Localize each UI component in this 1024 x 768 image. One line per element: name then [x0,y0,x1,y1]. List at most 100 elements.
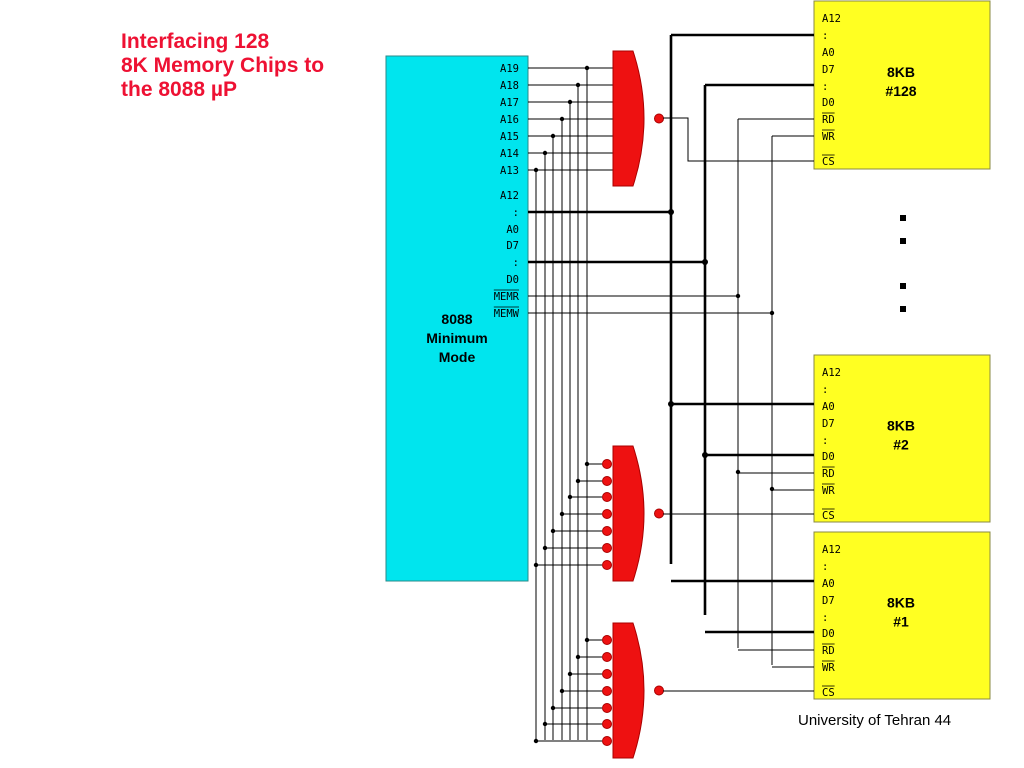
gate-input-tap [550,705,556,711]
cpu-label-2: Mode [439,349,476,365]
gate-input-tap [550,528,556,534]
chip-number-label: #128 [885,83,916,99]
ellipsis-dot [900,283,906,289]
chip-pin-5: D0 [822,451,835,463]
ellipsis-dot [900,238,906,244]
cpu-label-1: Minimum [426,330,487,346]
address-bus-junction [668,209,674,215]
gate-input-tap [533,562,539,568]
nand-gate-128 [612,50,645,187]
ellipsis-dot [900,306,906,312]
cpu-pin-a18: A18 [500,80,519,92]
gate-input-tap [559,688,565,694]
chip-pin-0: A12 [822,544,841,556]
chip-pin-2: A0 [822,47,835,59]
chip-pin-8: CS [822,687,835,699]
input-bubble [602,635,612,645]
nand-gate-1 [612,622,645,759]
cpu-pin-lower-2: A0 [506,224,519,236]
gate-input-tap [567,494,573,500]
chip-pin-4: : [822,81,828,93]
rd-junction [735,469,741,475]
input-bubble [602,543,612,553]
chip-pin-4: : [822,435,828,447]
cpu-pin-a17: A17 [500,97,519,109]
chip-pin-8: CS [822,510,835,522]
chip-number-label: #1 [893,614,909,630]
chip-pin-1: : [822,30,828,42]
gate-input-tap [567,671,573,677]
chip-number-label: #2 [893,437,909,453]
chip-pin-0: A12 [822,13,841,25]
gate-input-tap [542,721,548,727]
footer-text: University of Tehran 44 [798,712,952,729]
memory-chip-1 [813,0,991,170]
gate-input-tap [575,478,581,484]
memory-chip-2 [813,354,991,523]
input-bubble [602,652,612,662]
input-bubble [602,686,612,696]
nand-gate-1-output-bubble [654,685,664,696]
chip-pin-6: RD [822,645,835,657]
chip-pin-6: RD [822,468,835,480]
gate-input-tap [542,545,548,551]
input-bubble [602,560,612,570]
chip-pin-1: : [822,384,828,396]
chip-pin-4: : [822,612,828,624]
title-line-1: Interfacing 128 [121,30,270,53]
chip-pin-7: WR [822,662,835,674]
ellipsis-dot [900,215,906,221]
gate-input-tap [533,738,539,744]
gate-input-tap [575,654,581,660]
input-bubble [602,669,612,679]
chip-pin-7: WR [822,485,835,497]
data-bus-junction [702,452,708,458]
input-bubble [602,736,612,746]
chip-pin-5: D0 [822,97,835,109]
cpu-pin-a16: A16 [500,114,519,126]
gate-input-tap [584,637,590,643]
cpu-pin-a13: A13 [500,165,519,177]
cpu-label-0: 8088 [441,311,472,327]
chip-pin-1: : [822,561,828,573]
chip-size-label: 8KB [887,64,915,80]
gate-input-tap [559,511,565,517]
address-bus-junction [668,401,674,407]
cpu-pin-lower-7: MEMW [494,308,520,320]
title-line-2: 8K Memory Chips to [121,54,325,77]
input-bubble [602,476,612,486]
nand-gate-2-output-bubble [654,508,664,519]
cpu-pin-lower-5: D0 [506,274,519,286]
cpu-pin-lower-0: A12 [500,190,519,202]
input-bubble [602,492,612,502]
memory-chip-3 [813,531,991,700]
slide-title: Interfacing 128 8K Memory Chips to the 8… [121,30,324,102]
cpu-pin-lower-6: MEMR [494,291,520,303]
input-bubble [602,526,612,536]
nand-gate-128-output-bubble [654,113,664,124]
chip-pin-0: A12 [822,367,841,379]
cpu-pin-a19: A19 [500,63,519,75]
chip-size-label: 8KB [887,418,915,434]
input-bubble [602,459,612,469]
input-bubble [602,719,612,729]
chip-pin-2: A0 [822,401,835,413]
nand-gate-2 [612,445,645,582]
title-line-3: the 8088 µP [121,78,237,101]
input-bubble [602,509,612,519]
cpu-pin-lower-1: : [513,207,519,219]
cpu-pin-lower-3: D7 [506,240,519,252]
chip-pin-5: D0 [822,628,835,640]
chip-pin-2: A0 [822,578,835,590]
chip-size-label: 8KB [887,595,915,611]
cpu-pin-a14: A14 [500,148,519,160]
chip-pin-3: D7 [822,595,835,607]
cpu-pin-lower-4: : [513,257,519,269]
input-bubble [602,703,612,713]
cpu-pin-a15: A15 [500,131,519,143]
gate-input-tap [584,461,590,467]
cs-line-128 [663,117,814,162]
chip-pin-6: RD [822,114,835,126]
chip-pin-3: D7 [822,64,835,76]
